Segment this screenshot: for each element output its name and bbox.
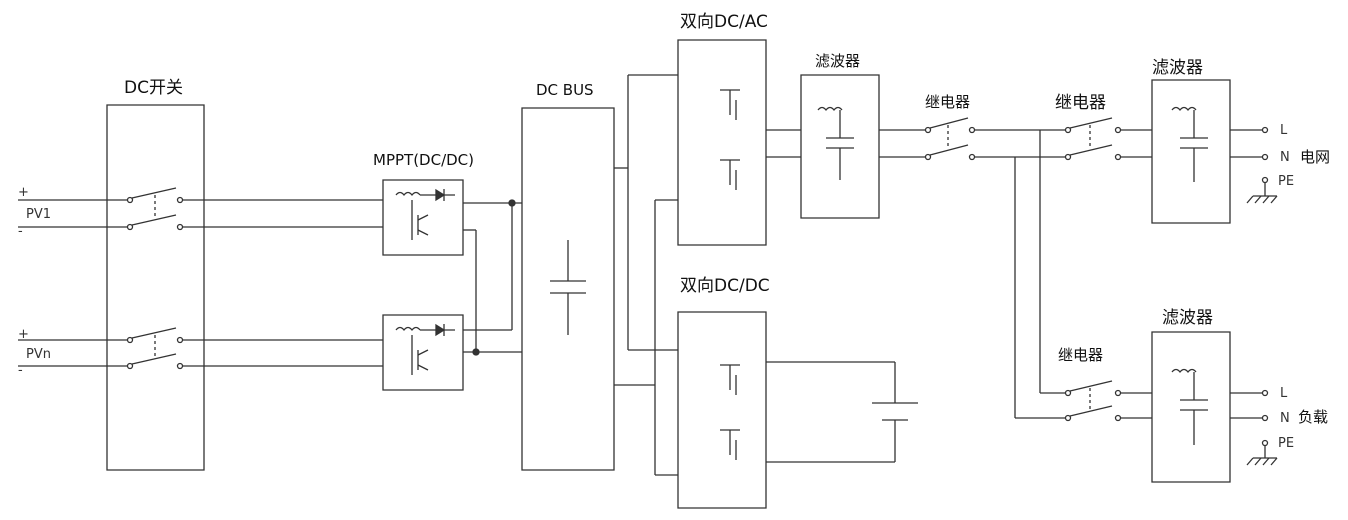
pv1-lines xyxy=(18,188,383,231)
pv1-label: PV1 xyxy=(26,207,52,222)
grid-label: 电网 xyxy=(1300,148,1331,166)
pv1-minus: - xyxy=(18,224,23,239)
filter-box-3 xyxy=(1152,332,1230,482)
filter-box-1 xyxy=(801,75,879,218)
converter-switches xyxy=(720,90,740,460)
load-n-label: N xyxy=(1280,411,1290,426)
mppt-converter-1 xyxy=(383,180,463,255)
pvn-plus: + xyxy=(18,327,29,342)
filter-to-relay1 xyxy=(879,118,976,161)
bidir-dcdc-box xyxy=(678,312,766,508)
filter-3-label: 滤波器 xyxy=(1162,308,1213,328)
grid-n-label: N xyxy=(1280,150,1290,165)
bus-capacitor xyxy=(550,240,586,335)
filter-2-label: 滤波器 xyxy=(1152,58,1203,78)
filter-3-internals xyxy=(1172,370,1277,466)
bidir-dcac-box xyxy=(678,40,766,245)
mppt-label: MPPT(DC/DC) xyxy=(373,151,475,169)
relay-3-label: 继电器 xyxy=(1058,346,1104,364)
relay-branches xyxy=(975,130,1065,418)
filter-1-label: 滤波器 xyxy=(815,52,861,70)
dcac-to-filter xyxy=(766,130,801,157)
bidir-dcac-label: 双向DC/AC xyxy=(680,12,768,32)
pvn-minus: - xyxy=(18,363,23,378)
relay-2-label: 继电器 xyxy=(1055,93,1106,113)
relay-1-label: 继电器 xyxy=(925,93,971,111)
filter-1-internals xyxy=(818,108,854,181)
pvn-label: PVn xyxy=(26,347,51,362)
dc-switch-label: DC开关 xyxy=(124,78,183,98)
dc-bus-label: DC BUS xyxy=(536,81,594,99)
mppt-internals xyxy=(396,189,455,375)
relay-2-switch xyxy=(1064,118,1153,161)
grid-pe-label: PE xyxy=(1278,174,1295,189)
load-l-label: L xyxy=(1280,386,1288,401)
filter-box-2 xyxy=(1152,80,1230,223)
load-label: 负载 xyxy=(1298,408,1329,426)
filter-2-internals xyxy=(1172,108,1277,204)
grid-l-label: L xyxy=(1280,123,1288,138)
mppt-to-bus xyxy=(463,199,522,356)
dc-switch-box xyxy=(107,105,204,470)
bus-to-converters xyxy=(614,75,678,475)
pv1-plus: + xyxy=(18,185,29,200)
relay-3-switch xyxy=(1064,381,1153,422)
pvn-lines xyxy=(18,328,383,370)
dc-bus-box xyxy=(522,108,614,470)
battery xyxy=(766,362,918,462)
bidir-dcdc-label: 双向DC/DC xyxy=(680,276,770,296)
load-pe-label: PE xyxy=(1278,436,1295,451)
